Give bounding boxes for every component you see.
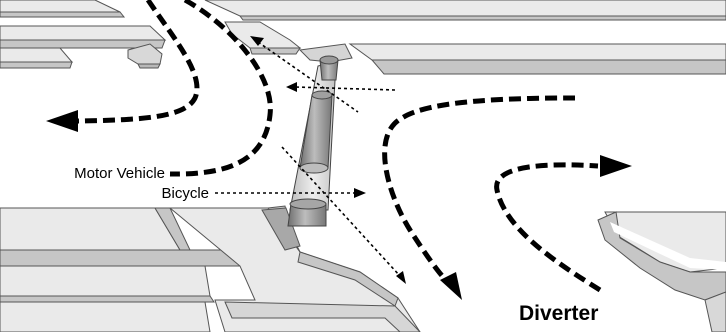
median-bottom-center (168, 205, 421, 332)
bicycle-path-top-diagonal (257, 41, 359, 113)
vehicle-path-down-curve (169, 0, 273, 177)
bicycle-path-top-horizontal (294, 86, 396, 91)
vehicle-path-right-loop (494, 162, 602, 293)
motor-vehicle-paths (75, 0, 602, 293)
arrowhead-down (440, 272, 462, 300)
bicycle-paths (215, 41, 401, 277)
arrowhead-left (46, 110, 78, 132)
median-top-right (298, 43, 726, 75)
label-diverter: Diverter (519, 302, 598, 325)
median-top-left-island (0, 25, 167, 69)
bicycle-path-bottom-diagonal (281, 146, 401, 277)
median-bottom-left (0, 207, 264, 332)
vehicle-path-diverter (382, 95, 576, 284)
vehicle-path-left-turn (75, 0, 200, 124)
arrowhead-right (600, 155, 632, 177)
label-bicycle: Bicycle (161, 185, 209, 202)
label-motor-vehicle: Motor Vehicle (74, 165, 165, 182)
median-bottom-right (597, 211, 726, 332)
diverter-barrier (287, 55, 339, 227)
median-top-center (204, 0, 726, 55)
bicycle-arrowheads (250, 36, 406, 284)
vehicle-arrowheads (46, 110, 632, 300)
median-top-left-strip (0, 0, 126, 18)
